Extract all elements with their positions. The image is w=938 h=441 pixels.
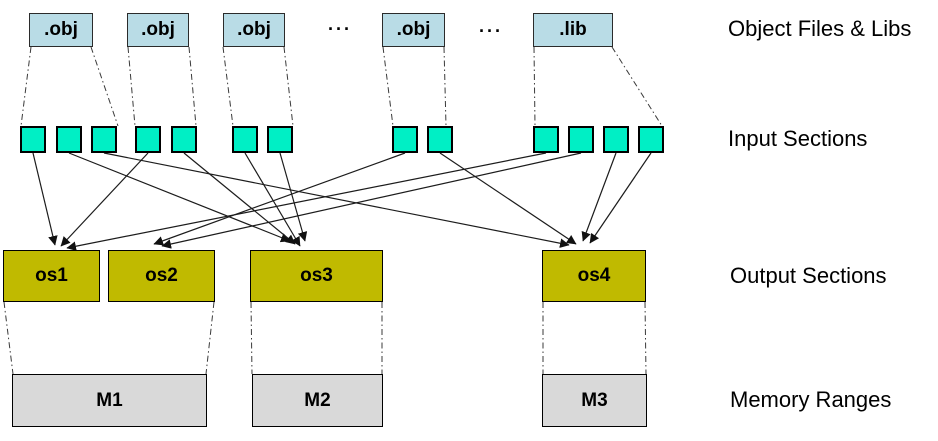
arrow-line <box>161 152 582 249</box>
object-file-box: .obj <box>29 13 93 47</box>
input-section-square <box>232 126 258 153</box>
dashed-connector <box>250 301 253 375</box>
dashed-connector <box>205 301 215 375</box>
arrow-line <box>439 152 577 245</box>
input-section-square <box>603 126 629 153</box>
arrow-line <box>153 152 406 246</box>
input-section-square <box>91 126 117 153</box>
object-file-box: .obj <box>127 13 189 47</box>
input-section-square <box>568 126 594 153</box>
dashed-connector <box>283 46 294 127</box>
input-section-square <box>427 126 453 153</box>
ellipsis: ··· <box>479 21 503 41</box>
dashed-connector <box>382 46 394 127</box>
arrow-line <box>581 152 617 242</box>
input-section-square <box>267 126 293 153</box>
dashed-connector <box>127 46 136 127</box>
arrow-line <box>589 152 652 244</box>
arrow-line <box>60 152 149 247</box>
lib-file-box: .lib <box>533 13 613 47</box>
output-section-os2: os2 <box>108 250 215 302</box>
output-section-os4: os4 <box>542 250 646 302</box>
arrow-line <box>103 152 570 248</box>
dashed-connector <box>533 46 536 127</box>
label-object-files-libs: Object Files & Libs <box>728 16 912 41</box>
dashed-connector <box>3 301 14 375</box>
label-output-sections: Output Sections <box>730 263 887 288</box>
memory-range-m1: M1 <box>12 374 207 427</box>
arrow-line <box>244 152 301 247</box>
input-section-square <box>638 126 664 153</box>
output-section-os3: os3 <box>250 250 383 302</box>
arrow-line <box>66 152 547 251</box>
object-file-box: .obj <box>382 13 445 47</box>
input-section-square <box>56 126 82 153</box>
dashed-connector <box>90 46 119 127</box>
output-section-os1: os1 <box>3 250 100 302</box>
arrow-line <box>32 152 58 246</box>
arrow-line <box>279 152 308 242</box>
input-section-square <box>135 126 161 153</box>
arrow-line <box>183 152 296 245</box>
dashed-connector <box>20 46 32 127</box>
input-section-square <box>171 126 197 153</box>
input-section-square <box>533 126 559 153</box>
dashed-connector <box>611 46 663 127</box>
memory-range-m2: M2 <box>252 374 383 427</box>
dashed-connector <box>188 46 197 127</box>
dashed-connector <box>443 46 447 127</box>
label-input-sections: Input Sections <box>728 126 868 151</box>
arrow-line <box>68 152 291 243</box>
object-file-box: .obj <box>223 13 285 47</box>
label-memory-ranges: Memory Ranges <box>730 387 892 412</box>
input-section-square <box>20 126 46 153</box>
memory-range-m3: M3 <box>542 374 647 427</box>
input-section-square <box>392 126 418 153</box>
dashed-connector <box>644 301 647 375</box>
dashed-connector <box>222 46 234 127</box>
ellipsis: ··· <box>328 19 352 39</box>
